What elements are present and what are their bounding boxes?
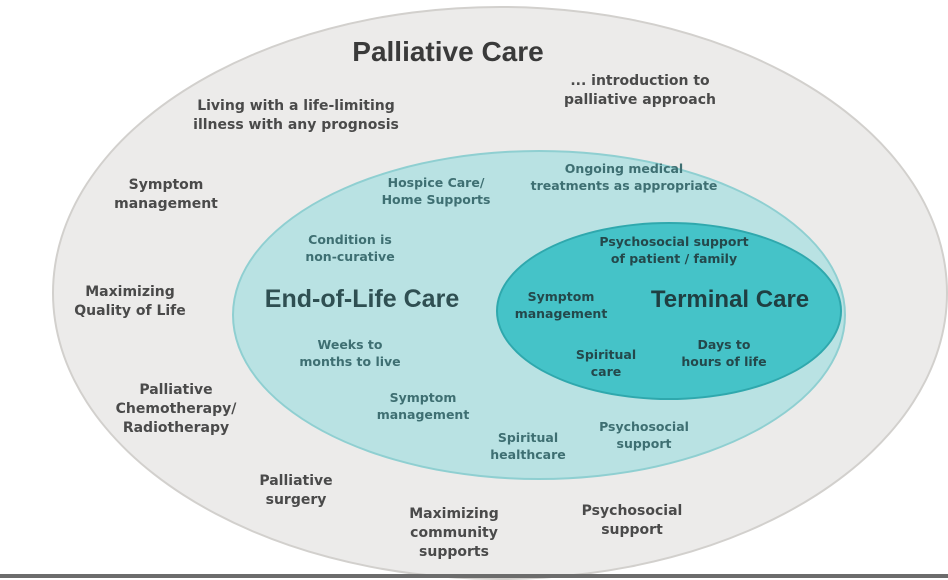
middle-label-hospice: Hospice Care/ Home Supports [381, 175, 491, 207]
outer-label-symptom-management: Symptom management [114, 177, 218, 212]
outer-label-introduction: ... introduction to palliative approach [563, 73, 717, 108]
inner-label-symptom-management: Symptom management [514, 289, 608, 321]
palliative-care-title: Palliative Care [352, 36, 544, 67]
outer-label-psychosocial-support: Psychosocial support [581, 503, 683, 538]
outer-label-quality-of-life: Maximizing Quality of Life [74, 284, 186, 319]
bottom-edge-bar [0, 574, 948, 578]
middle-label-spiritual-healthcare: Spiritual healthcare [490, 430, 566, 462]
inner-label-spiritual-care: Spiritual care [575, 347, 637, 379]
outer-label-life-limiting: Living with a life-limiting illness with… [193, 98, 399, 133]
outer-label-palliative-surgery: Palliative surgery [259, 473, 333, 508]
outer-label-chemo-radio: Palliative Chemotherapy/ Radiotherapy [115, 382, 237, 436]
outer-label-community-supports: Maximizing community supports [409, 506, 499, 560]
middle-label-ongoing-treatments: Ongoing medical treatments as appropriat… [530, 161, 718, 193]
terminal-care-title: Terminal Care [650, 286, 810, 313]
middle-label-symptom-management: Symptom management [376, 390, 470, 422]
inner-label-psychosocial-support: Psychosocial support of patient / family [599, 234, 749, 266]
end-of-life-care-title: End-of-Life Care [264, 285, 460, 313]
middle-label-weeks-to-months: Weeks to months to live [299, 337, 401, 369]
middle-label-non-curative: Condition is non-curative [305, 232, 395, 264]
terminal-care-ellipse [496, 222, 842, 400]
inner-label-days-to-hours: Days to hours of life [681, 337, 767, 369]
middle-label-psychosocial-support: Psychosocial support [599, 419, 689, 451]
